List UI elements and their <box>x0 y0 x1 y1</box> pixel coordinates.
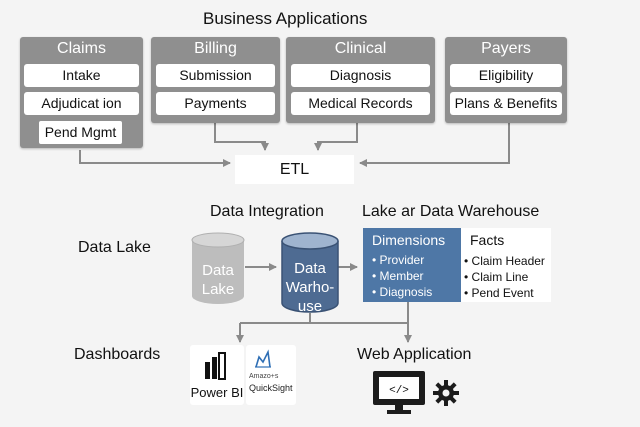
facts-list: • Claim Header • Claim Line • Pend Event <box>464 253 545 301</box>
group-item: Intake <box>24 64 139 87</box>
fact-item: • Claim Line <box>464 270 529 284</box>
group-item: Eligibility <box>450 64 562 87</box>
dimension-item: • Diagnosis <box>372 285 433 299</box>
group-item: Medical Records <box>291 92 430 115</box>
dimensions-box: Dimensions • Provider • Member • Diagnos… <box>363 228 461 302</box>
dimension-item-label: Diagnosis <box>379 285 433 299</box>
data-integration-label: Data Integration <box>210 203 324 220</box>
fact-item: • Claim Header <box>464 254 545 268</box>
claims-group: Claims Intake Adjudicat ion Pend Mgmt <box>20 37 143 148</box>
group-item: Payments <box>156 92 275 115</box>
powerbi-card: Power BI <box>190 345 244 405</box>
fact-item-label: Claim Line <box>471 270 529 284</box>
group-title: Payers <box>481 40 531 57</box>
powerbi-icon <box>205 352 226 380</box>
dimension-item: • Member <box>372 269 424 283</box>
facts-title: Facts <box>470 232 505 248</box>
cylinder-text-line: Lake <box>201 281 235 298</box>
web-application-label: Web Application <box>357 346 472 363</box>
cylinder-text-line: Data <box>294 260 326 277</box>
group-item: Submission <box>156 64 275 87</box>
dimension-item-label: Member <box>379 269 424 283</box>
cylinder-text-line: use <box>297 298 323 315</box>
data-lake-cylinder <box>191 232 245 304</box>
monitor-code-icon: </> <box>373 371 425 414</box>
billing-group: Billing Submission Payments <box>151 37 280 123</box>
powerbi-name: Power BI <box>190 385 244 400</box>
group-title: Billing <box>194 40 237 57</box>
group-item: Diagnosis <box>291 64 430 87</box>
data-lake-label: Data Lake <box>78 239 151 256</box>
quicksight-small-text: Amazo+s <box>249 373 279 380</box>
data-lake-cylinder-label: Data Lake <box>192 261 244 299</box>
clinical-group: Clinical Diagnosis Medical Records <box>286 37 435 123</box>
payers-to-etl-line <box>359 123 510 167</box>
group-title: Claims <box>57 40 106 57</box>
cylinder-text-line: Data <box>202 262 234 279</box>
svg-text:</>: </> <box>389 385 409 397</box>
payers-group: Payers Eligibility Plans & Benefits <box>445 37 567 123</box>
group-item: Adjudicat ion <box>24 92 139 115</box>
facts-box: Facts • Claim Header • Claim Line • Pend… <box>461 228 551 302</box>
group-title: Clinical <box>334 40 387 57</box>
dimensions-list: • Provider • Member • Diagnosis <box>372 252 432 300</box>
dashboards-label: Dashboards <box>74 346 161 363</box>
billing-to-etl-line <box>214 123 269 151</box>
lake-warehouse-label: Lake ar Data Warehouse <box>362 203 540 220</box>
cylinder-text-line: Warho- <box>285 279 335 296</box>
quicksight-card: Amazo+s QuickSight <box>246 345 296 405</box>
fact-item-label: Pend Event <box>471 286 534 300</box>
fact-item-label: Claim Header <box>471 254 545 268</box>
group-item: Pend Mgmt <box>39 121 122 144</box>
quicksight-icon <box>255 349 271 368</box>
dimensions-title: Dimensions <box>372 232 446 248</box>
page-title: Business Applications <box>203 9 368 28</box>
etl-box: ETL <box>235 155 354 184</box>
gear-icon <box>433 380 459 406</box>
data-warehouse-cylinder-label: Data Warho- use <box>282 259 338 316</box>
data-warehouse-cylinder <box>281 232 339 313</box>
fact-item: • Pend Event <box>464 286 534 300</box>
clinical-to-etl-line <box>314 123 358 151</box>
claims-to-etl-line <box>79 150 231 167</box>
dimension-item: • Provider <box>372 253 425 267</box>
group-item: Plans & Benefits <box>450 92 562 115</box>
dimension-item-label: Provider <box>379 253 425 267</box>
quicksight-name: QuickSight <box>249 383 293 393</box>
